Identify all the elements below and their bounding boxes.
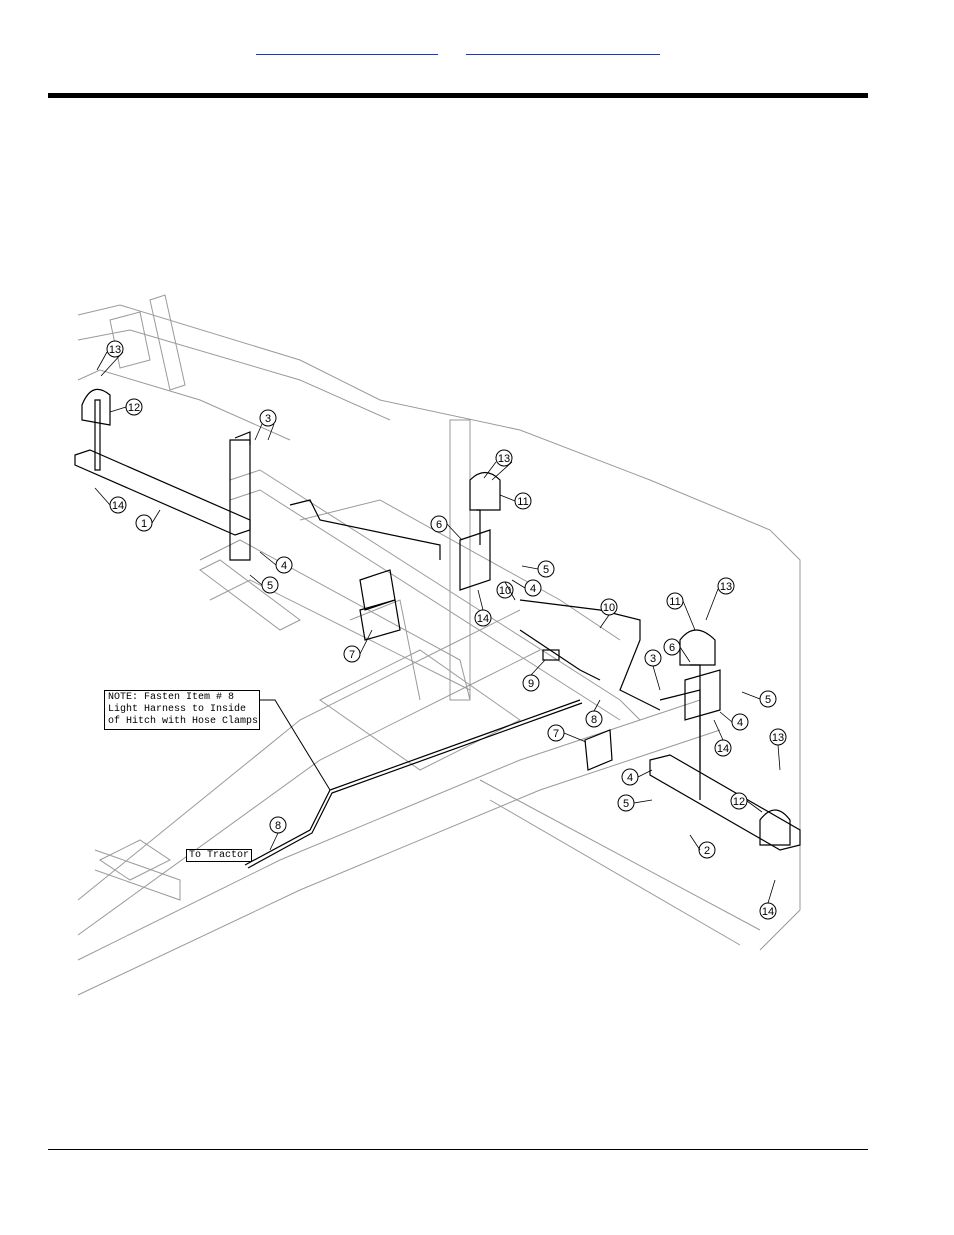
callout-7b: 7 (548, 725, 564, 741)
svg-text:7: 7 (553, 728, 559, 740)
svg-text:2: 2 (704, 845, 710, 857)
callout-13b: 13 (496, 450, 512, 466)
svg-text:10: 10 (499, 585, 511, 597)
svg-text:5: 5 (765, 694, 771, 706)
svg-text:11: 11 (517, 496, 528, 508)
callout-5c: 5 (760, 691, 776, 707)
callout-1: 1 (136, 515, 152, 531)
svg-text:12: 12 (128, 402, 140, 414)
callout-10b: 10 (601, 599, 617, 615)
svg-text:5: 5 (267, 580, 273, 592)
svg-text:14: 14 (112, 500, 124, 512)
svg-text:12: 12 (733, 796, 745, 808)
svg-text:7: 7 (349, 649, 355, 661)
callout-6b: 6 (664, 639, 680, 655)
svg-text:14: 14 (477, 613, 489, 625)
svg-text:4: 4 (281, 560, 287, 572)
callout-6a: 6 (431, 516, 447, 532)
callout-4a: 4 (276, 557, 292, 573)
svg-text:5: 5 (543, 564, 549, 576)
callout-13d: 13 (770, 729, 786, 745)
callout-14d: 14 (760, 903, 776, 919)
svg-text:6: 6 (669, 642, 675, 654)
note-line-1: NOTE: Fasten Item # 8 (108, 692, 256, 704)
callout-10a: 10 (497, 582, 513, 598)
callout-5b: 5 (538, 561, 554, 577)
svg-text:8: 8 (275, 820, 281, 832)
svg-text:8: 8 (591, 714, 597, 726)
callout-8b: 8 (270, 817, 286, 833)
note-box: NOTE: Fasten Item # 8 Light Harness to I… (104, 690, 260, 730)
svg-text:4: 4 (737, 717, 743, 729)
callout-2: 2 (699, 842, 715, 858)
callout-11b: 11 (667, 593, 683, 609)
svg-text:9: 9 (528, 678, 534, 690)
note-line-3: of Hitch with Hose Clamps (108, 716, 256, 728)
svg-text:5: 5 (623, 798, 629, 810)
callout-8a: 8 (586, 711, 602, 727)
svg-text:1: 1 (141, 518, 147, 530)
callout-3b: 3 (645, 650, 661, 666)
callout-4c: 4 (732, 714, 748, 730)
callout-14a: 14 (110, 497, 126, 513)
svg-text:3: 3 (265, 413, 271, 425)
callout-14c: 14 (715, 740, 731, 756)
callout-7a: 7 (344, 646, 360, 662)
callout-9: 9 (523, 675, 539, 691)
note-line-2: Light Harness to Inside (108, 704, 256, 716)
svg-text:11: 11 (669, 596, 680, 608)
footer-rule (48, 1149, 868, 1150)
svg-text:14: 14 (762, 906, 774, 918)
callout-11a: 11 (515, 493, 531, 509)
svg-text:4: 4 (627, 772, 633, 784)
callout-5d: 5 (618, 795, 634, 811)
callout-4b: 4 (525, 580, 541, 596)
svg-text:3: 3 (650, 653, 656, 665)
callout-12b: 12 (731, 793, 747, 809)
svg-text:6: 6 (436, 519, 442, 531)
callout-13c: 13 (718, 578, 734, 594)
svg-text:14: 14 (717, 743, 729, 755)
svg-text:13: 13 (720, 581, 732, 593)
callout-3: 3 (260, 410, 276, 426)
callout-12a: 12 (126, 399, 142, 415)
to-tractor-label: To Tractor (186, 849, 252, 862)
svg-text:13: 13 (772, 732, 784, 744)
callout-14b: 14 (475, 610, 491, 626)
svg-text:13: 13 (109, 344, 121, 356)
callout-5a: 5 (262, 577, 278, 593)
svg-text:13: 13 (498, 453, 510, 465)
svg-text:10: 10 (603, 602, 615, 614)
callout-4d: 4 (622, 769, 638, 785)
svg-text:4: 4 (530, 583, 536, 595)
